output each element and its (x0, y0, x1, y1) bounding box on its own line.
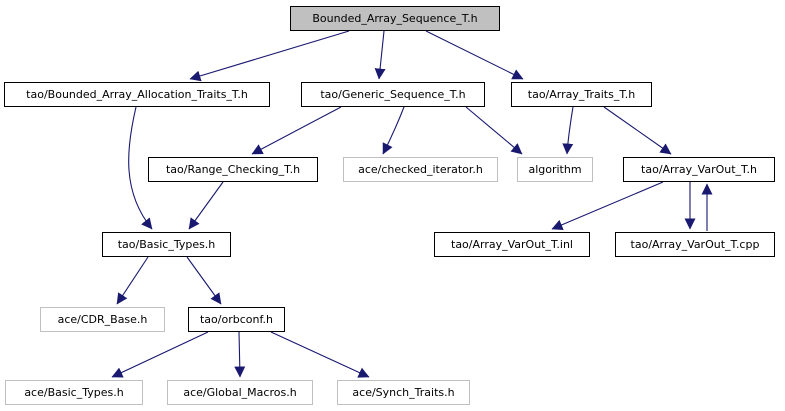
edge-generic_sequence-to-range_checking (251, 106, 342, 155)
edge-basic_types-to-cdr_base (116, 256, 149, 305)
graph-node-array_traits[interactable]: tao/Array_Traits_T.h (511, 82, 652, 107)
edge-array_traits-to-algorithm (562, 106, 574, 155)
graph-node-ace_basic_types: ace/Basic_Types.h (5, 380, 143, 405)
edge-orbconf-to-global_macros (234, 331, 246, 378)
edge-orbconf-to-synch_traits (270, 331, 370, 378)
graph-node-orbconf[interactable]: tao/orbconf.h (188, 307, 285, 332)
edge-generic_sequence-to-checked_iterator (382, 106, 405, 155)
edge-basic_types-to-orbconf (186, 256, 222, 305)
edge-orbconf-to-ace_basic_types (111, 331, 209, 378)
edge-array_traits-to-array_varout_h (603, 106, 672, 155)
edge-group (111, 30, 713, 378)
graph-node-array_varout_h[interactable]: tao/Array_VarOut_T.h (623, 157, 775, 182)
edge-range_checking-to-basic_types (188, 181, 224, 230)
graph-node-array_varout_cpp[interactable]: tao/Array_VarOut_T.cpp (615, 232, 775, 257)
edge-bounded_array_sequence-to-bounded_alloc_traits (189, 30, 350, 82)
graph-node-bounded_alloc_traits[interactable]: tao/Bounded_Array_Allocation_Traits_T.h (4, 82, 270, 107)
edge-bounded_alloc_traits-to-basic_types (128, 106, 153, 230)
graph-node-range_checking[interactable]: tao/Range_Checking_T.h (148, 157, 318, 182)
graph-node-global_macros: ace/Global_Macros.h (167, 380, 313, 405)
edge-bounded_array_sequence-to-generic_sequence (374, 30, 386, 80)
graph-node-algorithm: algorithm (517, 157, 593, 182)
graph-node-cdr_base: ace/CDR_Base.h (40, 307, 165, 332)
graph-node-basic_types[interactable]: tao/Basic_Types.h (102, 232, 231, 257)
graph-node-synch_traits: ace/Synch_Traits.h (337, 380, 470, 405)
edge-generic_sequence-to-algorithm (465, 106, 523, 155)
graph-node-bounded_array_sequence: Bounded_Array_Sequence_T.h (290, 6, 500, 31)
edge-bounded_array_sequence-to-array_traits (425, 30, 524, 80)
graph-node-checked_iterator: ace/checked_iterator.h (343, 157, 498, 182)
graph-node-array_varout_inl[interactable]: tao/Array_VarOut_T.inl (434, 232, 590, 257)
graph-node-generic_sequence[interactable]: tao/Generic_Sequence_T.h (301, 82, 485, 107)
edge-array_varout_h-to-array_varout_inl (551, 181, 664, 230)
